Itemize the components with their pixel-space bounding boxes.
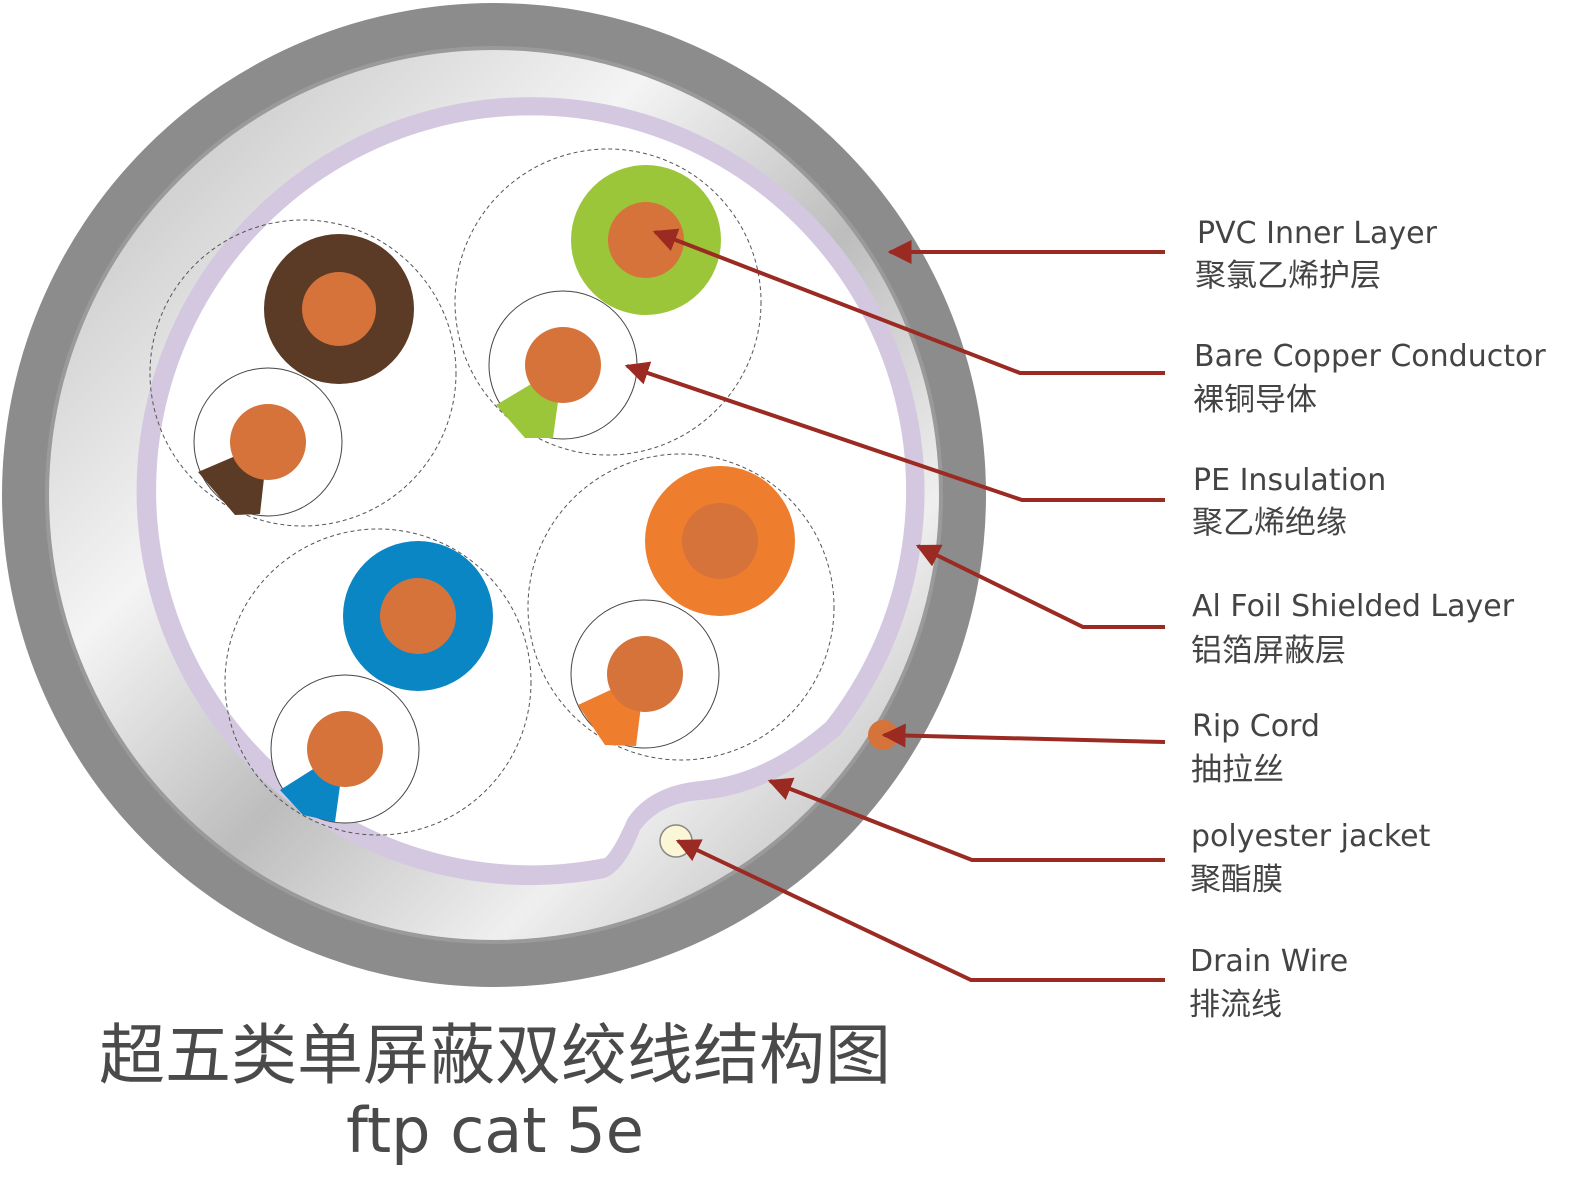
label-polyester-en: polyester jacket [1191,819,1431,854]
pair-brown-conductor [302,272,376,346]
label-drain-en: Drain Wire [1190,944,1348,979]
pair-blue-ring [224,528,532,836]
leader-bare-copper [652,228,1165,375]
pair-blue-conductor [380,578,456,654]
pair-orange-ring [527,453,835,761]
label-copper-zh: 裸铜导体 [1193,382,1317,418]
label-pe-zh: 聚乙烯绝缘 [1192,505,1347,541]
pair-green-ring [454,148,762,456]
label-ripcord-zh: 抽拉丝 [1191,752,1284,788]
label-polyester-zh: 聚酯膜 [1190,862,1283,898]
leader-polyester [767,777,1165,862]
label-pe-en: PE Insulation [1193,463,1386,498]
label-drain-zh: 排流线 [1189,987,1282,1023]
diagram-title: 超五类单屏蔽双绞线结构图 ftp cat 5e [99,1017,891,1167]
pair-blue-white-conductor [307,711,383,787]
drain-wire [659,824,693,858]
label-copper-en: Bare Copper Conductor [1194,339,1546,374]
label-ripcord-en: Rip Cord [1192,709,1320,744]
pair-orange-white-conductor [607,636,683,712]
twisted-pairs [149,148,835,836]
title-zh: 超五类单屏蔽双绞线结构图 [99,1017,891,1094]
label-foil-zh: 铝箔屏蔽层 [1191,633,1346,669]
pair-green-white-conductor [525,327,601,403]
title-en: ftp cat 5e [346,1094,644,1167]
leader-lines [624,228,1166,982]
leader-rip-cord [881,723,1166,748]
pair-brown-ring [149,219,457,527]
metal-edge [45,46,943,944]
labels: PVC Inner Layer 聚氯乙烯护层 Bare Copper Condu… [1189,216,1546,1023]
pair-green-conductor [608,202,684,278]
pair-brown-white-conductor [230,404,306,480]
leader-drain-wire [675,839,1165,982]
pair-orange-conductor [682,503,758,579]
label-pvc-en: PVC Inner Layer [1197,216,1438,251]
cable-body [2,3,986,987]
label-foil-en: Al Foil Shielded Layer [1192,589,1515,624]
leader-al-foil [915,544,1165,629]
leader-pe-insulation [624,361,1165,502]
label-pvc-zh: 聚氯乙烯护层 [1195,258,1381,294]
